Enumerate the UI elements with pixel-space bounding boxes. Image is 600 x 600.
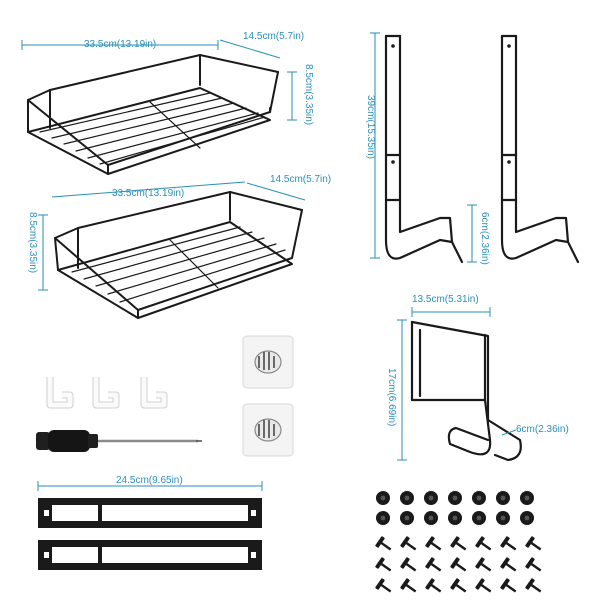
anchor-icon xyxy=(424,491,438,505)
shelf2-width-label: 33.5cm(13.19in) xyxy=(112,188,184,199)
screw-icon xyxy=(525,557,542,572)
shelf2-floor-wires xyxy=(71,226,286,303)
shelf1-depth-label: 14.5cm(5.7in) xyxy=(243,31,304,42)
screw-icon xyxy=(400,557,417,572)
screw-icon xyxy=(475,578,492,593)
hook-arm-label: 6cm(2.36in) xyxy=(479,212,490,265)
holder-arm-label: 6cm(2.36in) xyxy=(516,424,569,435)
shelf-basket-bottom: 33.5cm(13.19in) 14.5cm(5.7in) 8.5cm(3.35… xyxy=(27,174,331,319)
small-holder-hook: 13.5cm(5.31in) 17cm(6.69in) 6cm(2.36in) xyxy=(386,294,569,462)
anchor-icon xyxy=(496,511,510,525)
screw-icon xyxy=(450,578,467,593)
shelf2-depth-label: 14.5cm(5.7in) xyxy=(270,174,331,185)
screw-icon xyxy=(425,557,442,572)
tall-hook-left: 39cm(15.35in) 6cm(2.36in) xyxy=(365,32,490,265)
anchor-icon xyxy=(400,491,414,505)
screw-icon xyxy=(475,557,492,572)
anchor-icon xyxy=(448,491,462,505)
holder-width-label: 13.5cm(5.31in) xyxy=(412,294,479,305)
screw-icon xyxy=(400,536,417,551)
screw-icon xyxy=(475,536,492,551)
bar-length-label: 24.5cm(9.65in) xyxy=(116,475,183,486)
screw-icon xyxy=(400,578,417,593)
screw-icon xyxy=(450,536,467,551)
screw-icon xyxy=(375,557,392,572)
screw-set xyxy=(375,536,542,593)
screw-icon xyxy=(450,557,467,572)
shelf-basket-top: 33.5cm(13.19in) 14.5cm(5.7in) 8.5cm(3.35… xyxy=(21,31,314,175)
shelf1-width-label: 33.5cm(13.19in) xyxy=(84,39,156,50)
screw-icon xyxy=(525,536,542,551)
hook-height-label: 39cm(15.35in) xyxy=(365,95,376,159)
screw-icon xyxy=(375,578,392,593)
anchor-icon xyxy=(472,511,486,525)
anchor-icon xyxy=(376,491,390,505)
mini-hook-icon xyxy=(92,377,120,409)
mounting-bar-top: 24.5cm(9.65in) xyxy=(37,475,263,528)
screw-icon xyxy=(500,557,517,572)
screw-icon xyxy=(525,578,542,593)
anchor-icon xyxy=(448,511,462,525)
anchor-icon xyxy=(496,491,510,505)
mounting-bar-bottom xyxy=(38,540,262,570)
shelf1-height-label: 8.5cm(3.35in) xyxy=(303,64,314,125)
screw-icon xyxy=(375,536,392,551)
shelf2-height-label: 8.5cm(3.35in) xyxy=(27,212,38,273)
holder-height-label: 17cm(6.69in) xyxy=(386,368,397,426)
anchor-icon xyxy=(424,511,438,525)
tall-hook-right xyxy=(500,34,580,264)
adhesive-pad-icon xyxy=(242,335,294,389)
anchor-icon xyxy=(520,491,534,505)
anchor-set xyxy=(376,491,534,525)
anchor-icon xyxy=(472,491,486,505)
screw-icon xyxy=(500,578,517,593)
anchor-icon xyxy=(376,511,390,525)
adhesive-pad-icon xyxy=(242,403,294,457)
screw-icon xyxy=(500,536,517,551)
screw-icon xyxy=(425,578,442,593)
anchor-icon xyxy=(520,511,534,525)
shelf1-floor-wires xyxy=(39,92,266,165)
screwdriver-icon xyxy=(36,430,202,452)
anchor-icon xyxy=(400,511,414,525)
mini-hook-icon xyxy=(46,377,74,409)
mini-hook-icon xyxy=(140,377,168,409)
screw-icon xyxy=(425,536,442,551)
